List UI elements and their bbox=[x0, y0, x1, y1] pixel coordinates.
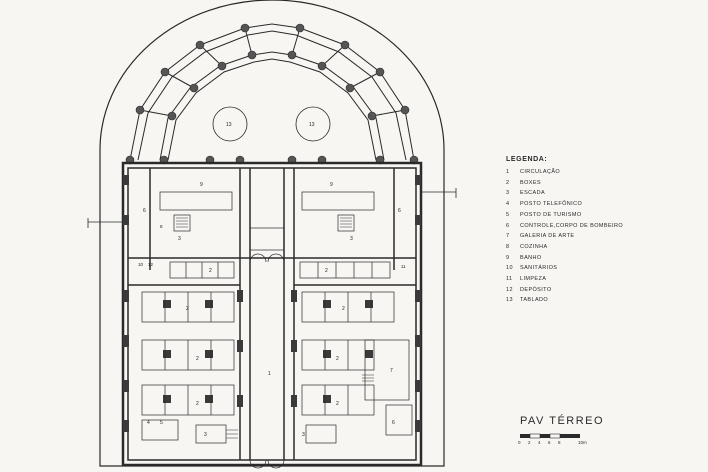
legend-item: 3 ESCADA bbox=[506, 188, 623, 199]
room-label-2-h: 2 bbox=[336, 401, 339, 407]
room-label-5: 5 bbox=[160, 420, 163, 426]
legend-item-label: POSTO TELEFÔNICO bbox=[520, 201, 583, 208]
room-label-4: 4 bbox=[147, 420, 150, 426]
legend-item-number: 9 bbox=[506, 254, 510, 261]
legend-item: 5 POSTO DE TURISMO bbox=[506, 210, 623, 221]
plan-title-block: PAV TÉRREO bbox=[520, 415, 604, 427]
legend-item: 8 COZINHA bbox=[506, 242, 623, 253]
legend-item-label: COZINHA bbox=[520, 243, 548, 250]
room-label-2-a: 2 bbox=[209, 268, 212, 274]
legend-item-number: 12 bbox=[506, 286, 513, 293]
legend-item-label: LIMPEZA bbox=[520, 276, 547, 283]
plan-title: PAV TÉRREO bbox=[520, 415, 605, 427]
legend-item: 11 LIMPEZA bbox=[506, 274, 623, 285]
legend-item-number: 13 bbox=[506, 297, 513, 304]
legend-item-number: 5 bbox=[506, 211, 510, 218]
legend-item: 4 POSTO TELEFÔNICO bbox=[506, 199, 623, 210]
legend-item: 1 CIRCULAÇÃO bbox=[506, 167, 623, 178]
scale-label-8: 8 bbox=[558, 440, 561, 445]
legend-item-label: DEPÓSITO bbox=[520, 286, 552, 293]
room-label-2-g: 2 bbox=[196, 401, 199, 407]
scale-label-4: 4 bbox=[538, 440, 541, 445]
legend-item-label: TABLADO bbox=[520, 297, 549, 304]
legend-item-label: POSTO DE TURISMO bbox=[520, 211, 582, 218]
room-label-6-bottom: 6 bbox=[392, 420, 395, 426]
room-label-3-bottom-left: 3 bbox=[204, 432, 207, 438]
legend-item-number: 7 bbox=[506, 233, 510, 240]
legend-item: 12 DEPÓSITO bbox=[506, 285, 623, 296]
legend-item: 10 SANITÁRIOS bbox=[506, 263, 623, 274]
room-label-3-left: 3 bbox=[178, 236, 181, 242]
room-label-2-d: 2 bbox=[342, 306, 345, 312]
room-label-2-f: 2 bbox=[336, 356, 339, 362]
room-label-1: 1 bbox=[268, 371, 271, 377]
legend-item-number: 3 bbox=[506, 190, 510, 197]
legend-item-label: SANITÁRIOS bbox=[520, 265, 558, 272]
dome-colonnade bbox=[129, 23, 415, 161]
scale-label-6: 6 bbox=[548, 440, 551, 445]
room-label-3-right: 3 bbox=[350, 236, 353, 242]
legend-list: 1 CIRCULAÇÃO 2 BOXES 3 ESCADA 4 POSTO TELEFÔNIC… bbox=[506, 167, 623, 306]
scale-labels: 0 2 4 6 8 10m bbox=[518, 440, 598, 448]
legend-item-label: BOXES bbox=[520, 179, 541, 186]
room-label-3-bottom-right: 3 bbox=[302, 432, 305, 438]
legend-item-number: 10 bbox=[506, 265, 513, 272]
legend-item-number: 2 bbox=[506, 179, 510, 186]
room-label-2-c: 2 bbox=[186, 306, 189, 312]
legend-item-number: 8 bbox=[506, 243, 510, 250]
room-labels: 9 9 6 6 3 3 2 2 2 2 2 2 2 2 1 7 4 5 6 3 … bbox=[138, 182, 406, 438]
legend-title: LEGENDA: bbox=[506, 156, 548, 163]
room-13-right-label: 13 bbox=[309, 122, 315, 128]
box-grid bbox=[141, 191, 413, 444]
legend-item: 2 BOXES bbox=[506, 178, 623, 189]
legend-item-label: ESCADA bbox=[520, 190, 546, 197]
legend-item: 6 CONTROLE,CORPO DE BOMBEIRO bbox=[506, 221, 623, 232]
stairs bbox=[176, 217, 374, 439]
legend-item-label: CONTROLE,CORPO DE BOMBEIRO bbox=[520, 222, 623, 229]
legend-item-number: 11 bbox=[506, 276, 513, 283]
scale-label-2: 2 bbox=[528, 440, 531, 445]
scale-bar-graphic bbox=[520, 433, 580, 439]
room-label-6-right: 6 bbox=[398, 208, 401, 214]
outer-wall-outline bbox=[99, 0, 445, 467]
room-label-9-right: 9 bbox=[330, 182, 333, 188]
room-label-10: 10 bbox=[138, 262, 144, 267]
legend-item-number: 4 bbox=[506, 201, 510, 208]
scale-label-0: 0 bbox=[518, 440, 521, 445]
legend-item-label: GALERIA DE ARTE bbox=[520, 233, 575, 240]
room-label-11: 11 bbox=[401, 264, 406, 269]
room-13-left-label: 13 bbox=[226, 122, 232, 128]
legend-item-label: CIRCULAÇÃO bbox=[520, 169, 561, 175]
stage-circles bbox=[212, 106, 331, 142]
legend-item-number: 6 bbox=[506, 222, 510, 229]
legend-item: 9 BANHO bbox=[506, 253, 623, 264]
room-label-6-left: 6 bbox=[143, 208, 146, 214]
room-label-9-left: 9 bbox=[200, 182, 203, 188]
room-label-2-e: 2 bbox=[196, 356, 199, 362]
legend-item-number: 1 bbox=[506, 169, 510, 175]
room-label-8: 8 bbox=[160, 224, 163, 229]
legend-item: 13 TABLADO bbox=[506, 295, 623, 306]
door-arcs bbox=[249, 253, 285, 469]
wall-piers bbox=[123, 175, 421, 432]
inner-walls bbox=[127, 167, 417, 461]
room-label-2-b: 2 bbox=[325, 268, 328, 274]
scale-label-10m: 10m bbox=[578, 440, 587, 445]
entry-markers bbox=[87, 188, 457, 228]
legend-item: 7 GALERIA DE ARTE bbox=[506, 231, 623, 242]
room-label-7: 7 bbox=[390, 368, 393, 374]
colonnade-columns bbox=[125, 23, 419, 165]
building-walls bbox=[121, 161, 423, 467]
room-label-12: 12 bbox=[148, 262, 154, 267]
legend-item-label: BANHO bbox=[520, 254, 542, 261]
